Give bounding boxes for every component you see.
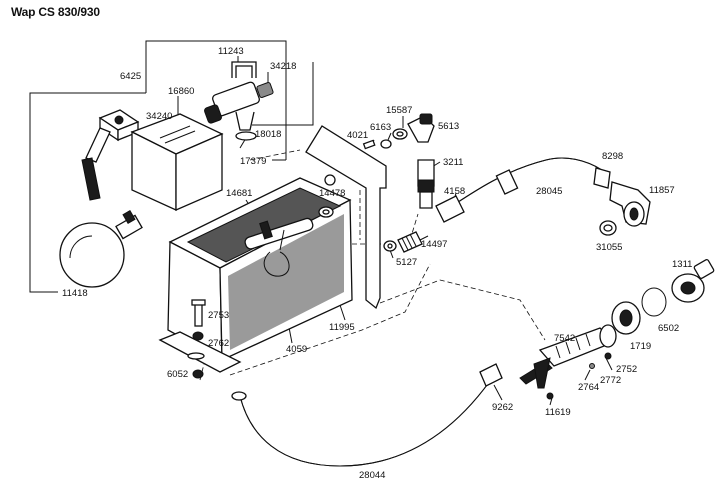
label-14681: 14681 (226, 188, 252, 199)
valve-body-part (204, 61, 274, 141)
label-6163: 6163 (370, 122, 391, 133)
label-8298: 8298 (602, 151, 623, 162)
label-1311: 1311 (672, 259, 692, 270)
label-18018: 18018 (255, 129, 281, 140)
label-6425: 6425 (120, 71, 141, 82)
label-1719: 1719 (630, 341, 651, 352)
water-tank-part (158, 177, 353, 373)
hose-upper-part (435, 157, 611, 223)
float-ball-part (59, 209, 143, 288)
label-2753: 2753 (208, 310, 229, 321)
label-4158: 4158 (444, 186, 465, 197)
label-11619: 11619 (545, 407, 571, 418)
label-17379: 17379 (240, 156, 266, 167)
label-16860: 16860 (168, 86, 194, 97)
mounting-bracket-part (305, 125, 387, 310)
label-11995: 11995 (329, 322, 355, 333)
label-14478: 14478 (319, 188, 345, 199)
label-34240: 34240 (146, 111, 172, 122)
label-15587: 15587 (386, 105, 412, 116)
cover-box-part (130, 113, 224, 212)
screws-part (191, 299, 206, 379)
label-2764: 2764 (578, 382, 599, 393)
hose-lower-part (231, 363, 503, 467)
label-28045: 28045 (536, 186, 562, 197)
coupling-part (611, 259, 715, 335)
label-2772: 2772 (600, 375, 621, 386)
fittings-part (318, 113, 435, 253)
label-5613: 5613 (438, 121, 459, 132)
label-6052: 6052 (167, 369, 188, 380)
label-11243: 11243 (218, 46, 244, 57)
label-2762: 2762 (208, 338, 229, 349)
label-28044: 28044 (359, 470, 385, 481)
elbow-fitting-part (599, 181, 651, 236)
valve-lever-part (81, 109, 140, 201)
label-9262: 9262 (492, 402, 513, 413)
label-7542: 7542 (554, 333, 575, 344)
label-11857: 11857 (649, 185, 675, 196)
label-4021: 4021 (347, 130, 368, 141)
spray-gun-part (519, 324, 617, 400)
label-3211: 3211 (443, 157, 463, 168)
label-5127: 5127 (396, 257, 417, 268)
diagram-title: Wap CS 830/930 (11, 5, 100, 19)
label-2752: 2752 (616, 364, 637, 375)
label-4059: 4059 (286, 344, 307, 355)
label-31055: 31055 (596, 242, 622, 253)
label-11418: 11418 (62, 288, 88, 299)
label-6502: 6502 (658, 323, 679, 334)
part-labels: 11243 34218 6425 16860 34240 18018 17379… (62, 46, 692, 481)
label-34218: 34218 (270, 61, 296, 72)
label-14497: 14497 (421, 239, 447, 250)
